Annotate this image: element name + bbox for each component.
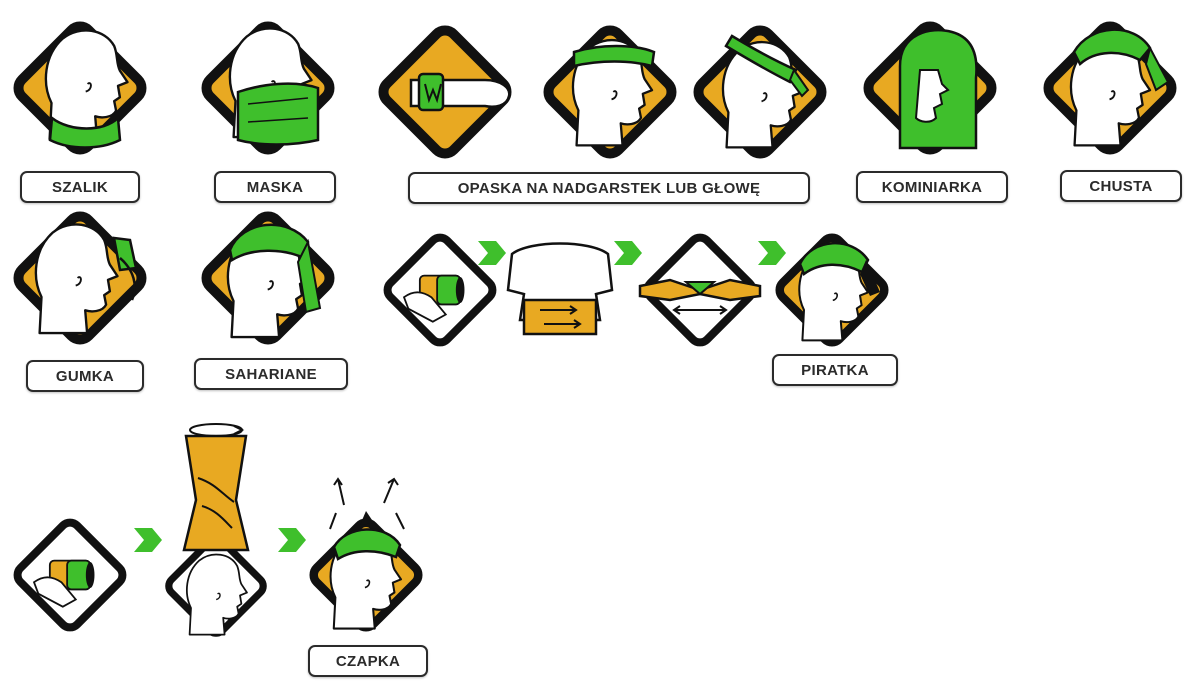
label-opaska: OPASKA NA NADGARSTEK LUB GŁOWĘ xyxy=(408,172,810,204)
icon-szalik xyxy=(14,22,147,155)
label-kominiarka: KOMINIARKA xyxy=(856,171,1008,203)
label-gumka: GUMKA xyxy=(26,360,144,392)
label-szalik: SZALIK xyxy=(20,171,140,203)
step-arrow-icon xyxy=(278,528,306,552)
icon-gumka xyxy=(14,212,147,345)
icon-piratka-step1 xyxy=(383,233,496,346)
step-arrow-icon xyxy=(614,241,642,265)
step-arrow-icon xyxy=(478,241,506,265)
icon-opaska-head xyxy=(544,26,677,159)
icon-czapka xyxy=(310,477,423,631)
step-arrow-icon xyxy=(134,528,162,552)
step-arrow-icon xyxy=(758,241,786,265)
label-piratka: PIRATKA xyxy=(772,354,898,386)
label-chusta: CHUSTA xyxy=(1060,170,1182,202)
label-maska: MASKA xyxy=(214,171,336,203)
icon-piratka xyxy=(776,234,889,347)
icon-czapka-step2 xyxy=(165,423,267,637)
icon-opaska-wrist xyxy=(379,26,512,159)
icon-czapka-step1 xyxy=(13,518,126,631)
icon-piratka-step3 xyxy=(638,233,762,346)
icon-piratka-step2 xyxy=(506,242,614,336)
label-czapka: CZAPKA xyxy=(308,645,428,677)
icon-opaska-tied xyxy=(694,26,827,159)
icon-maska xyxy=(202,22,335,155)
label-sahariane: SAHARIANE xyxy=(194,358,348,390)
icon-sahariane xyxy=(202,212,335,345)
icon-kominiarka xyxy=(864,22,997,155)
icon-chusta xyxy=(1044,22,1177,155)
